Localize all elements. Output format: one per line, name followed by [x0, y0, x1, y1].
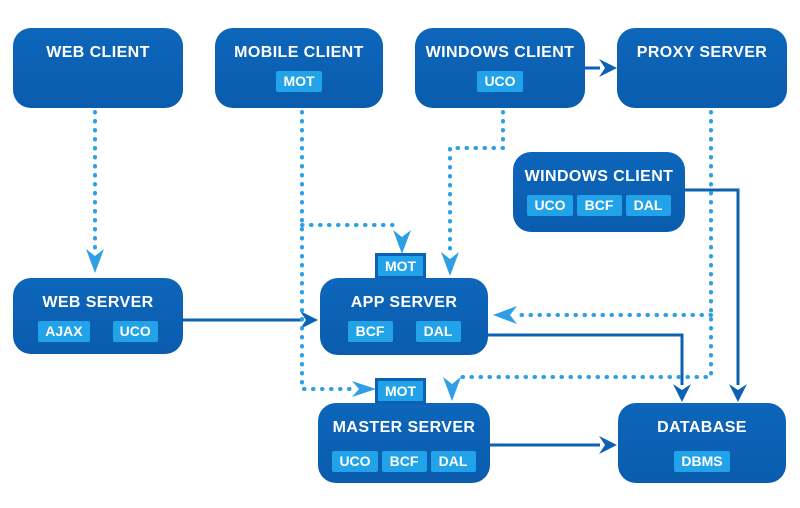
- node-windows-client-mid-title: WINDOWS CLIENT: [524, 168, 674, 185]
- edge-app-server-to-database: [488, 333, 691, 402]
- badge-row: DBMS: [674, 451, 730, 472]
- badge-bcf: BCF: [347, 321, 393, 342]
- node-database: DATABASE DBMS: [618, 403, 786, 483]
- node-windows-client-top: WINDOWS CLIENT UCO: [415, 28, 585, 108]
- edge-windows-client-mid-to-database: [685, 188, 747, 402]
- node-windows-client-mid: WINDOWS CLIENT UCO BCF DAL: [513, 152, 685, 232]
- edge-proxy-server-to-app-server: [493, 306, 713, 324]
- node-proxy-server: PROXY SERVER: [617, 28, 787, 108]
- badge-row: UCO BCF DAL: [332, 451, 476, 472]
- badge-row: MOT: [276, 71, 322, 92]
- badge-uco: UCO: [477, 71, 523, 92]
- node-web-server: WEB SERVER AJAX UCO: [13, 278, 183, 354]
- edge-windows-client-top-to-app-server: [441, 110, 505, 276]
- badge-bcf: BCF: [381, 451, 427, 472]
- node-proxy-server-title: PROXY SERVER: [636, 44, 768, 61]
- badge-row: AJAX UCO: [38, 321, 158, 342]
- badge-mot-app-server: MOT: [375, 253, 426, 279]
- badge-row: UCO: [477, 71, 523, 92]
- node-mobile-client: MOBILE CLIENT MOT: [215, 28, 383, 108]
- badge-uco: UCO: [332, 451, 378, 472]
- edge-windows-client-top-to-proxy-server: [585, 59, 617, 77]
- node-web-client: WEB CLIENT: [13, 28, 183, 108]
- edge-mobile-client-to-master-server-mot: [300, 110, 376, 397]
- edge-master-server-to-database: [490, 436, 617, 454]
- node-app-server-title: APP SERVER: [350, 294, 458, 311]
- edge-mobile-client-to-app-server-mot: [300, 223, 411, 254]
- badge-row: BCF DAL: [347, 321, 461, 342]
- badge-bcf: BCF: [576, 195, 622, 216]
- badge-mot: MOT: [276, 71, 322, 92]
- node-web-client-title: WEB CLIENT: [46, 44, 150, 61]
- node-database-title: DATABASE: [657, 419, 747, 436]
- badge-row: UCO BCF DAL: [527, 195, 671, 216]
- node-mobile-client-title: MOBILE CLIENT: [234, 44, 364, 61]
- badge-dal: DAL: [415, 321, 461, 342]
- badge-uco: UCO: [112, 321, 158, 342]
- badge-dal: DAL: [430, 451, 476, 472]
- badge-mot-master-server: MOT: [375, 378, 426, 404]
- node-windows-client-top-title: WINDOWS CLIENT: [425, 44, 575, 61]
- node-master-server-title: MASTER SERVER: [332, 419, 476, 436]
- node-app-server: APP SERVER BCF DAL: [320, 278, 488, 355]
- node-master-server: MASTER SERVER UCO BCF DAL: [318, 403, 490, 483]
- edge-web-client-to-web-server: [86, 110, 104, 273]
- edge-proxy-server-to-master-server: [443, 110, 713, 401]
- node-web-server-title: WEB SERVER: [42, 294, 154, 311]
- badge-dal: DAL: [625, 195, 671, 216]
- badge-uco: UCO: [527, 195, 573, 216]
- edge-web-server-to-app-server: [183, 311, 318, 329]
- badge-dbms: DBMS: [674, 451, 730, 472]
- badge-ajax: AJAX: [38, 321, 90, 342]
